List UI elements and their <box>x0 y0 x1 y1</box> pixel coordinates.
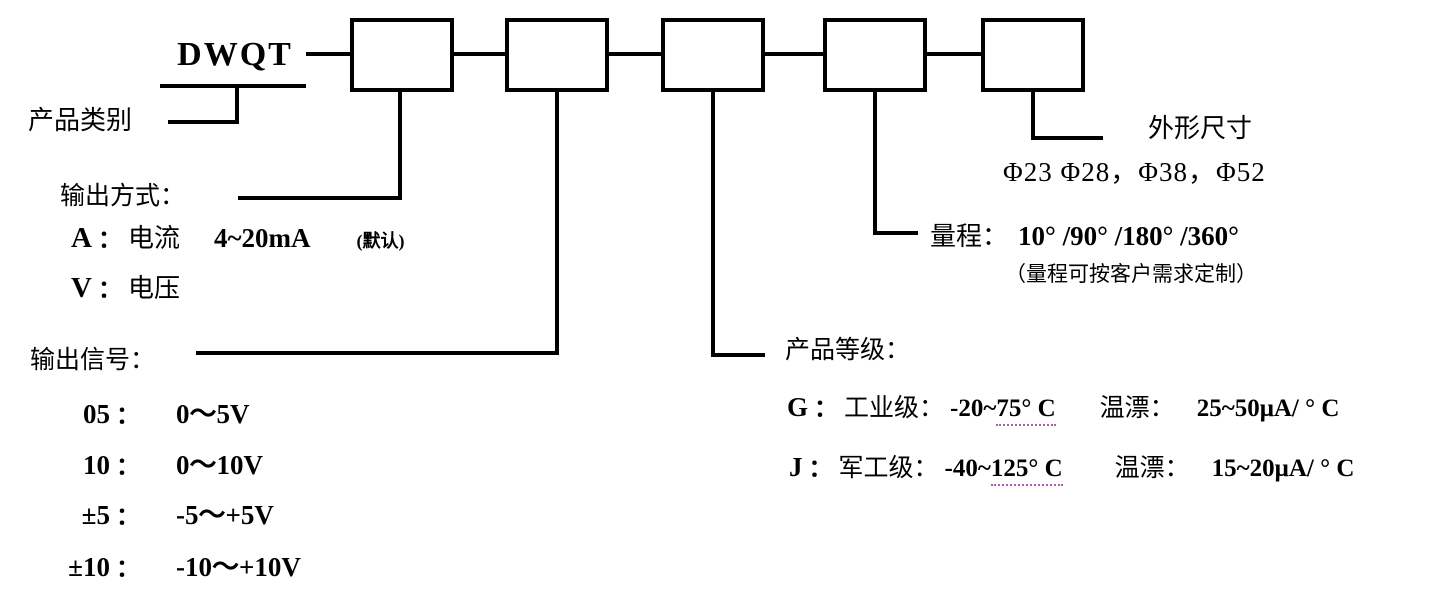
grade-label: 军工级： <box>838 455 939 482</box>
option-colon: ： <box>808 456 833 482</box>
box5-drop-line <box>1031 92 1035 140</box>
option-value: 4~20mA <box>214 223 311 253</box>
drift-value: 15~20μA/ ° C <box>1211 455 1355 482</box>
option-colon: ： <box>116 454 140 480</box>
option-value: 0～10V <box>176 450 263 480</box>
option-label: 电流 <box>128 224 181 253</box>
range-title: 量程： <box>930 222 1009 251</box>
option-colon: ： <box>98 277 122 303</box>
signal-option-05: 05 ： 0～5V <box>38 392 250 431</box>
option-note: (默认) <box>356 231 405 251</box>
dimensions-title: 外形尺寸 <box>1148 114 1253 143</box>
connector-box3-box4 <box>765 52 823 56</box>
drift-value: 25~50μA/ ° C <box>1196 395 1340 422</box>
model-name: DWQT <box>177 36 293 73</box>
output-mode-elbow <box>238 196 402 200</box>
dimensions-value: Φ23 Φ28，Φ38，Φ52 <box>1003 157 1266 187</box>
option-colon: ： <box>116 504 140 530</box>
option-colon: ： <box>814 396 839 422</box>
category-label: 产品类别 <box>28 106 133 135</box>
range-line: 量程： 10° /90° /180° /360° <box>930 216 1239 253</box>
grade-option-j: J ： 军工级： -40~ 125° C 温漂： 15~20μA/ ° C <box>789 448 1354 486</box>
option-code: 05 <box>83 399 110 429</box>
option-code: 10 <box>83 450 110 480</box>
code-box-1 <box>350 18 454 92</box>
code-box-2 <box>505 18 609 92</box>
option-value: -10～+10V <box>176 552 301 582</box>
category-elbow-hline <box>168 120 239 124</box>
output-mode-option-a: A ： 电流 4~20mA (默认) <box>62 218 405 255</box>
connector-box1-box2 <box>454 52 505 56</box>
signal-option-plus-minus-10: ±10 ： -10～+10V <box>38 545 301 584</box>
option-code: G <box>787 392 809 422</box>
option-label: 电压 <box>128 274 181 303</box>
option-value: -5～+5V <box>176 500 274 530</box>
option-code: V <box>71 272 92 304</box>
output-mode-option-v: V ： 电压 <box>62 268 180 305</box>
product-grade-title: 产品等级： <box>785 337 911 364</box>
box3-drop-line <box>711 92 715 357</box>
option-colon: ： <box>98 227 122 253</box>
option-value: 0～5V <box>176 399 250 429</box>
code-box-4 <box>823 18 927 92</box>
box1-drop-line <box>398 92 402 200</box>
option-code: ±5 <box>81 500 110 530</box>
grade-range-pre: -20~ <box>950 395 997 422</box>
grade-label: 工业级： <box>844 395 945 422</box>
output-mode-title: 输出方式： <box>60 183 186 210</box>
range-note: （量程可按客户需求定制） <box>1005 262 1257 286</box>
grade-range-pre: -40~ <box>944 455 991 482</box>
option-colon: ： <box>116 556 140 582</box>
code-box-5 <box>981 18 1085 92</box>
connector-box2-box3 <box>609 52 661 56</box>
option-code: A <box>71 222 92 254</box>
grade-option-g: G ： 工业级： -20~ 75° C 温漂： 25~50μA/ ° C <box>787 388 1339 426</box>
connector-model-box1 <box>306 52 350 56</box>
box2-drop-line <box>555 92 559 355</box>
dimensions-elbow <box>1031 136 1103 140</box>
drift-label: 温漂： <box>1099 395 1175 422</box>
box4-drop-line <box>873 92 877 235</box>
option-code: J <box>789 452 803 482</box>
output-signal-title: 输出信号： <box>30 347 156 374</box>
connector-box4-box5 <box>927 52 981 56</box>
signal-option-plus-minus-5: ±5 ： -5～+5V <box>38 493 274 532</box>
option-code: ±10 <box>68 552 110 582</box>
output-signal-elbow <box>196 351 559 355</box>
product-grade-elbow <box>711 353 765 357</box>
grade-range: 75° C <box>996 395 1056 426</box>
signal-option-10: 10 ： 0～10V <box>38 443 263 482</box>
range-elbow <box>873 231 918 235</box>
drift-label: 温漂： <box>1114 455 1190 482</box>
category-elbow-vline <box>235 86 239 124</box>
grade-range: 125° C <box>990 455 1063 486</box>
option-colon: ： <box>116 403 140 429</box>
code-box-3 <box>661 18 765 92</box>
model-underline <box>160 84 306 88</box>
range-value: 10° /90° /180° /360° <box>1018 221 1239 251</box>
